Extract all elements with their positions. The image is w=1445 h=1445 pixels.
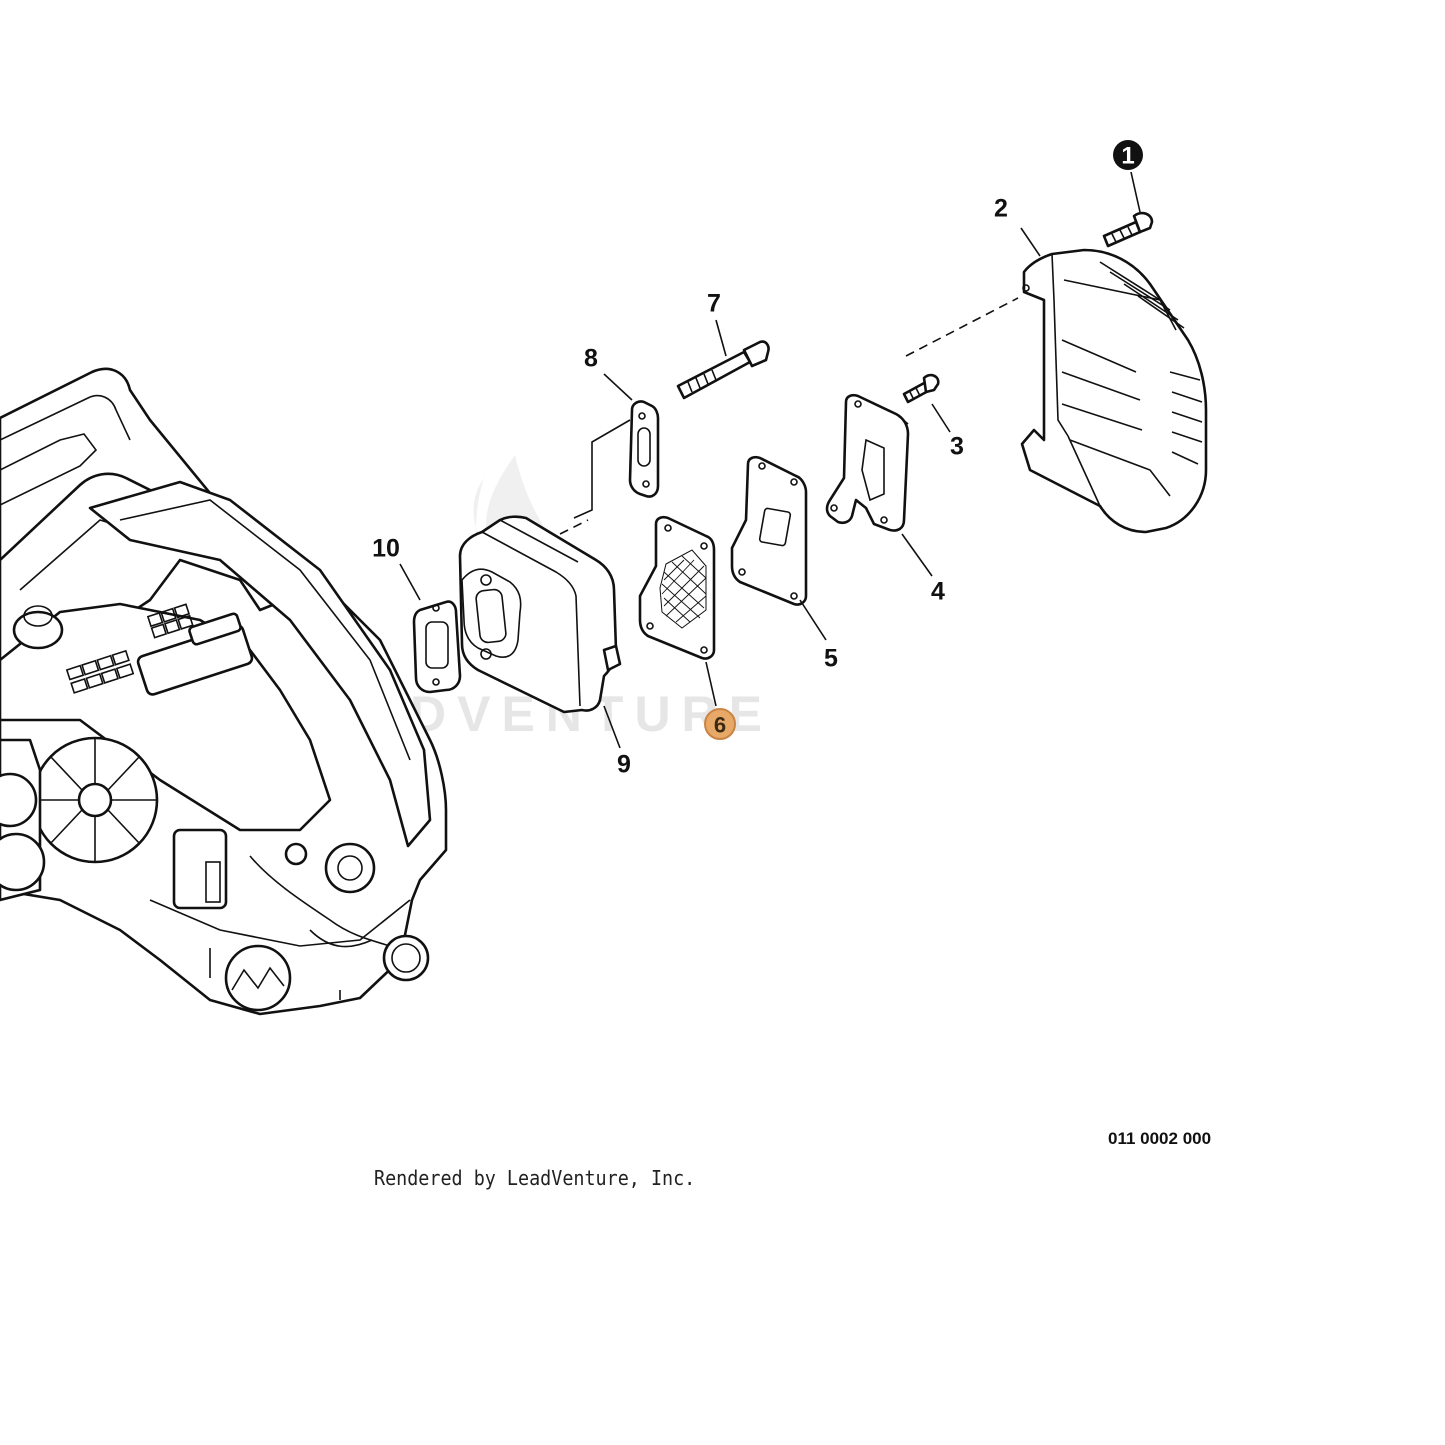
callout-10[interactable]: 10 bbox=[372, 535, 400, 563]
bolt-part-7 bbox=[676, 340, 770, 400]
leader-10 bbox=[399, 563, 421, 601]
muffler-part-9 bbox=[458, 515, 622, 714]
render-credit: Rendered by LeadVenture, Inc. bbox=[374, 1166, 696, 1190]
drawing-number: 011 0002 000 bbox=[1108, 1129, 1212, 1148]
leader-5 bbox=[799, 599, 827, 641]
leader-9 bbox=[603, 705, 621, 749]
callout-8[interactable]: 8 bbox=[584, 345, 598, 373]
leader-3 bbox=[931, 403, 951, 433]
leader-8b bbox=[573, 419, 631, 519]
callout-4[interactable]: 4 bbox=[931, 578, 945, 606]
screw-part-1 bbox=[1102, 211, 1154, 248]
assembly-line-2 bbox=[905, 297, 1019, 357]
callout-1-label: 1 bbox=[1121, 143, 1134, 170]
leader-7 bbox=[715, 319, 727, 357]
deflector-part-4 bbox=[825, 393, 910, 532]
screen-part-6 bbox=[638, 515, 716, 660]
callout-6-label: 6 bbox=[714, 713, 726, 738]
callout-7[interactable]: 7 bbox=[707, 290, 721, 318]
leader-1 bbox=[1130, 171, 1141, 213]
callout-3[interactable]: 3 bbox=[950, 433, 964, 461]
callout-9[interactable]: 9 bbox=[617, 751, 631, 779]
callout-6-selected[interactable]: 6 bbox=[704, 708, 736, 740]
screw-part-3 bbox=[902, 373, 940, 404]
plate-part-5 bbox=[730, 455, 808, 606]
plate-part-8 bbox=[628, 400, 660, 498]
callout-2[interactable]: 2 bbox=[994, 195, 1008, 223]
leader-8 bbox=[603, 373, 633, 401]
assembly-line-1 bbox=[559, 519, 589, 535]
chainsaw-body-drawing bbox=[0, 367, 448, 1016]
callout-5[interactable]: 5 bbox=[824, 645, 838, 673]
gasket-part-10 bbox=[412, 600, 462, 694]
callout-1[interactable]: 1 bbox=[1113, 140, 1143, 170]
leader-6 bbox=[705, 661, 717, 707]
leader-2 bbox=[1020, 227, 1041, 257]
guard-part-2 bbox=[1020, 248, 1208, 534]
leader-4 bbox=[901, 533, 933, 577]
